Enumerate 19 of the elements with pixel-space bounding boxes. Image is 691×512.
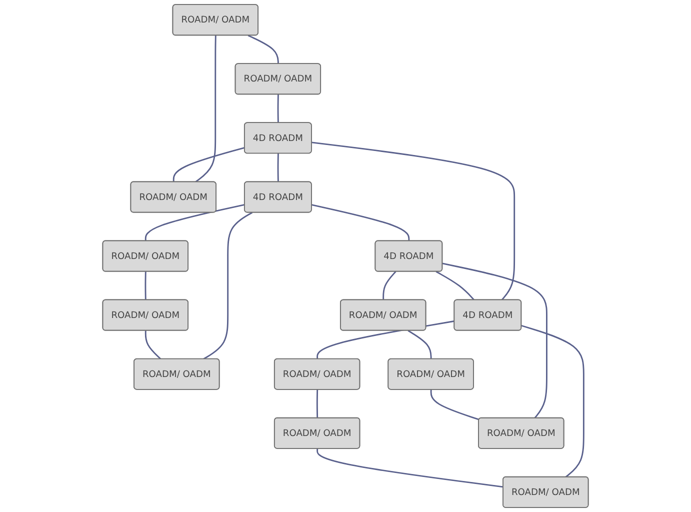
- connector: [144, 204, 245, 241]
- connector: [277, 154, 279, 182]
- connector: [316, 448, 504, 488]
- connector: [248, 34, 279, 64]
- connector: [408, 330, 432, 360]
- connector: [316, 390, 318, 418]
- connector: [521, 324, 584, 478]
- connector: [442, 262, 548, 419]
- connector: [312, 204, 410, 241]
- connector: [172, 147, 245, 182]
- connector: [144, 272, 146, 300]
- connector: [195, 35, 216, 182]
- connector: [430, 390, 480, 420]
- connector: [382, 271, 396, 300]
- connector: [312, 142, 516, 300]
- connector: [203, 212, 253, 360]
- connector: [436, 271, 475, 300]
- connector: [277, 94, 279, 123]
- connector: [144, 330, 162, 360]
